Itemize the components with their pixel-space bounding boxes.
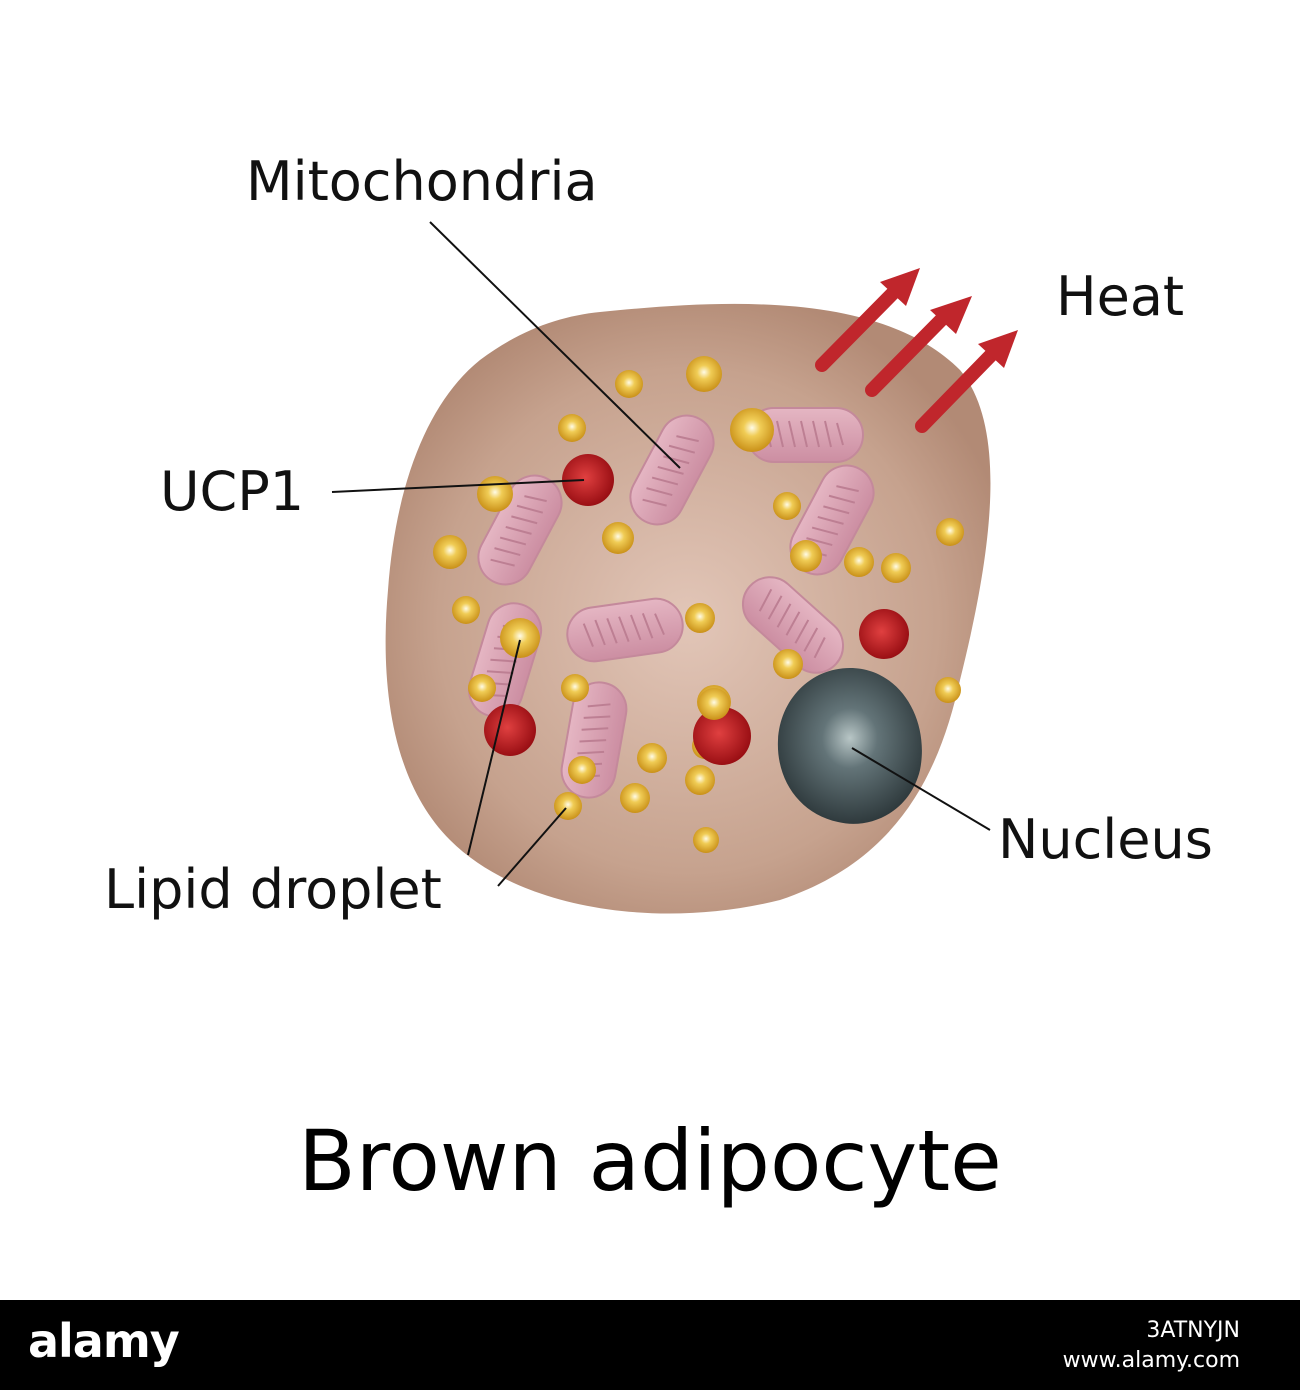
- image-id: 3ATNYJN: [1146, 1318, 1240, 1343]
- heat-arrows: [815, 268, 1018, 433]
- heat-label: Heat: [1056, 265, 1185, 328]
- diagram-title: Brown adipocyte: [298, 1112, 1002, 1210]
- ucp1-proteins: [484, 454, 909, 765]
- site-url: www.alamy.com: [1062, 1348, 1240, 1373]
- image-credit: 3ATNYJN www.alamy.com: [1063, 1316, 1240, 1376]
- brown-adipocyte-diagram: [331, 221, 1018, 914]
- alamy-logo: alamy: [28, 1314, 180, 1368]
- nucleus: [777, 668, 922, 824]
- mitochondria-label: Mitochondria: [246, 150, 598, 213]
- ucp1-label: UCP1: [160, 460, 305, 523]
- watermark-footer: alamy 3ATNYJN www.alamy.com: [0, 1300, 1300, 1390]
- nucleus-label: Nucleus: [998, 808, 1213, 871]
- lipid-droplet-label: Lipid droplet: [104, 858, 442, 921]
- leader-lines: [331, 221, 991, 887]
